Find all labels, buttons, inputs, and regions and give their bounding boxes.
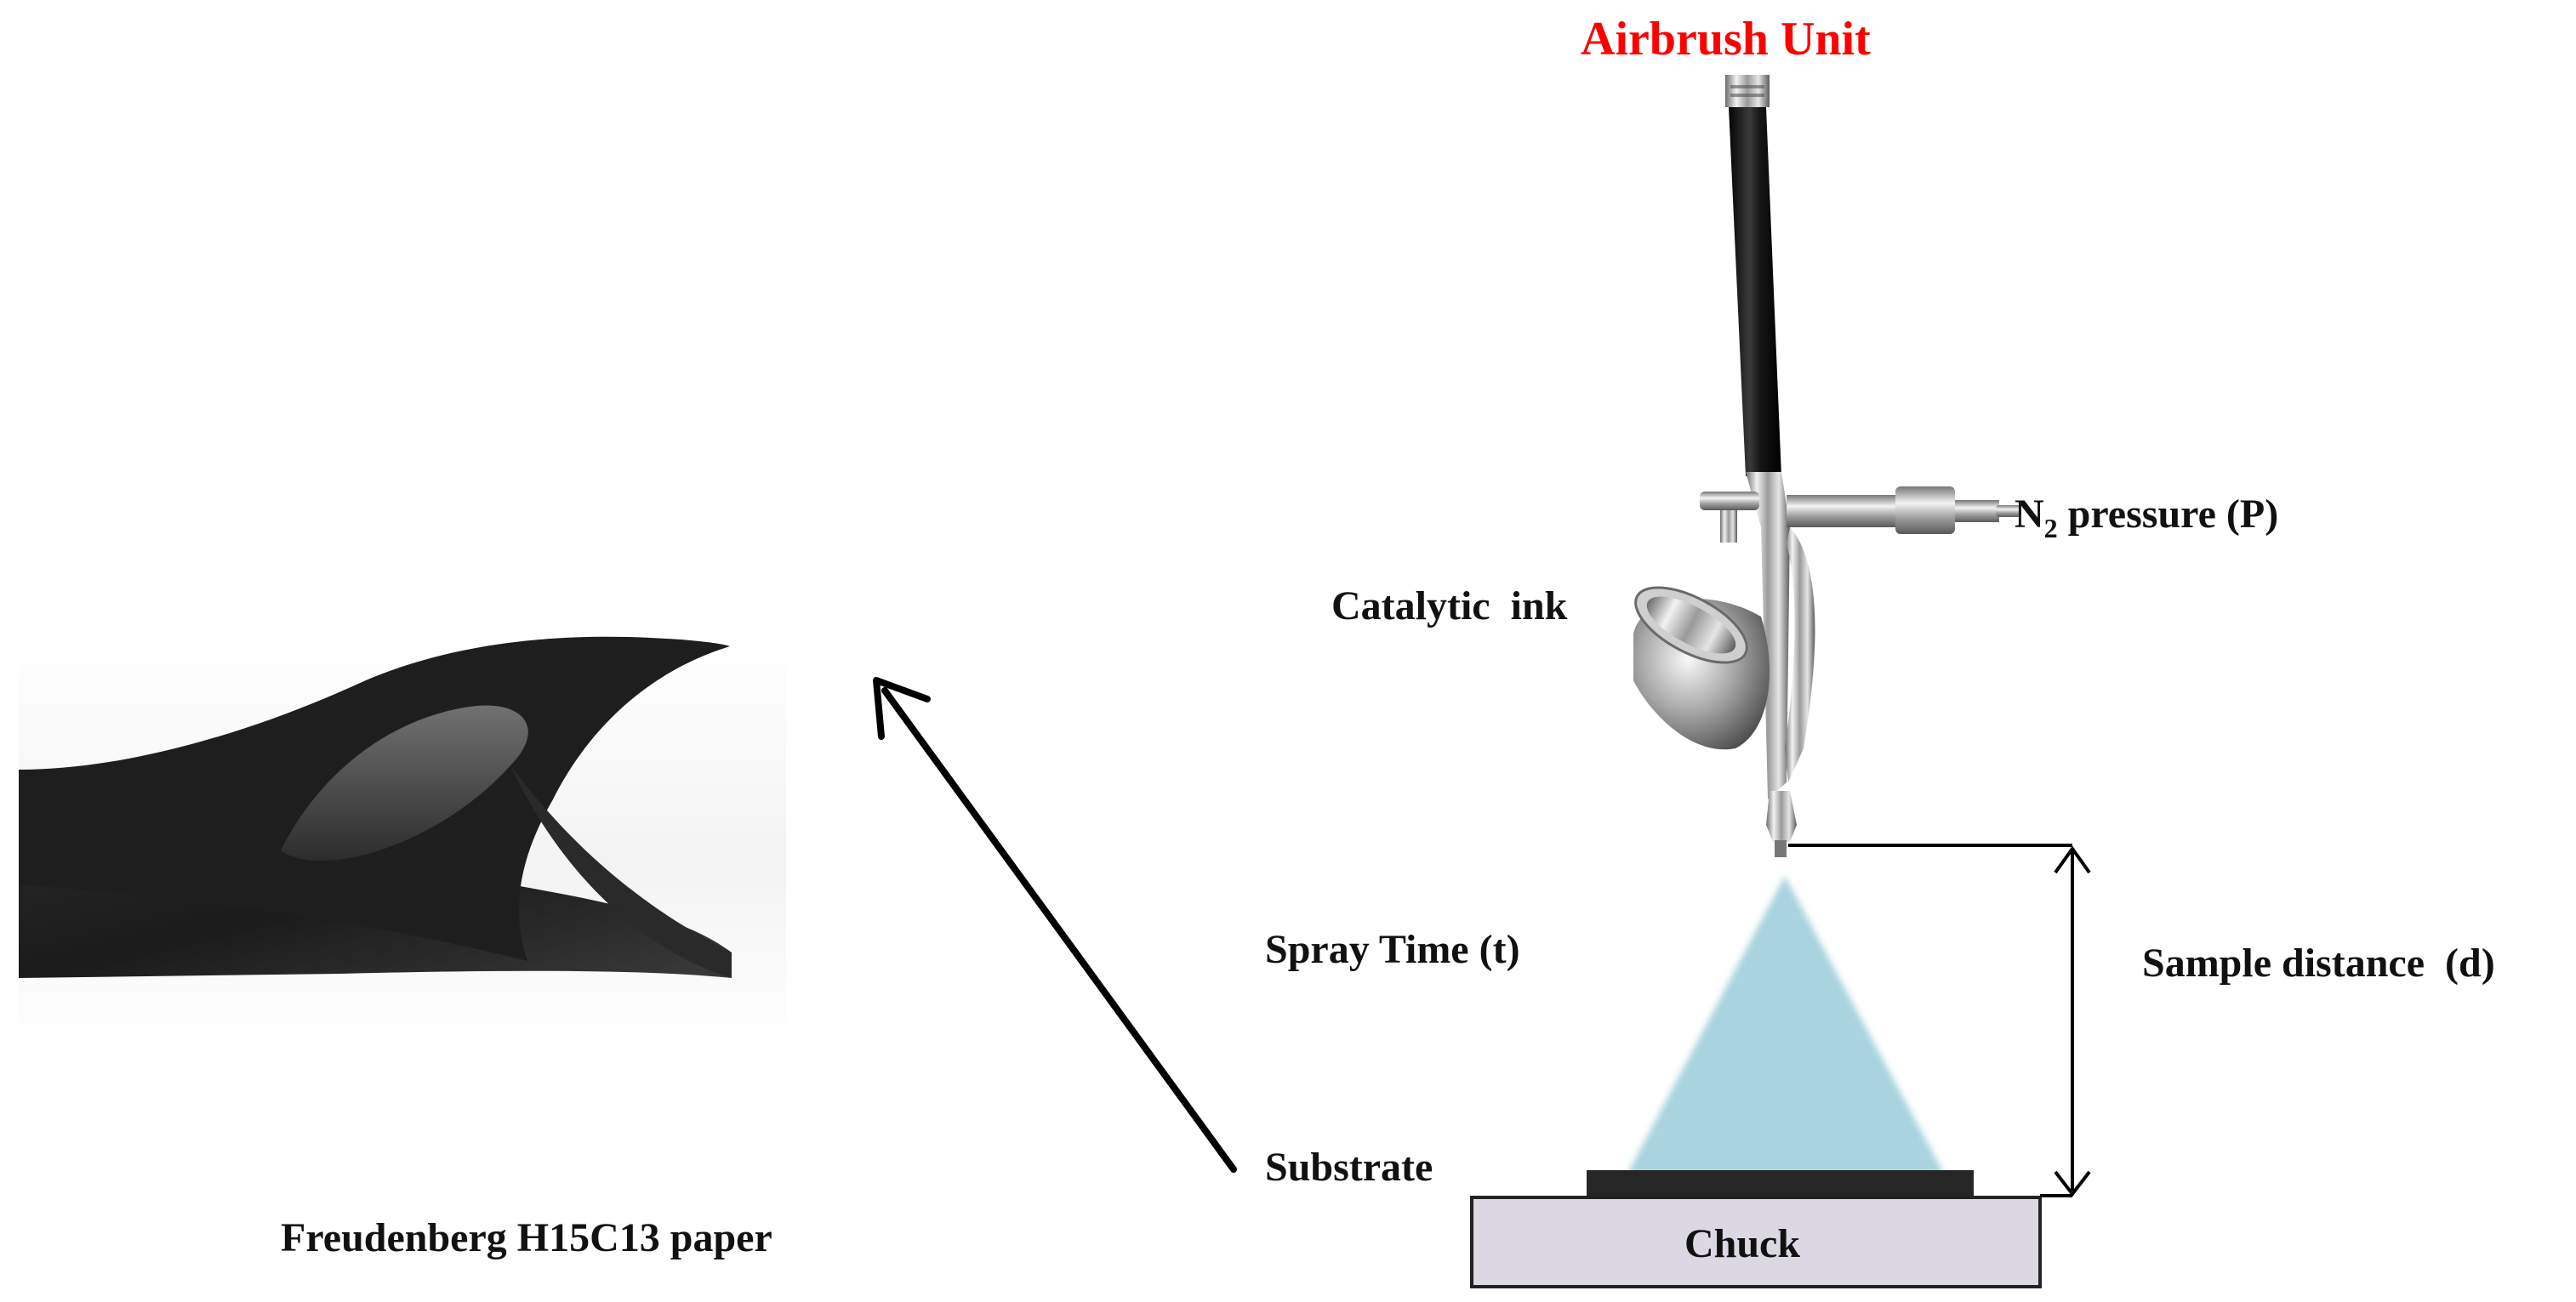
- airbrush-icon: [1633, 75, 2021, 857]
- substrate-label: Substrate: [1265, 1145, 1433, 1190]
- airbrush-unit-title: Airbrush Unit: [1581, 13, 1871, 65]
- n2-pressure-text: pressure (P): [2058, 492, 2279, 537]
- arrow-icon: [873, 677, 1237, 1173]
- spray-time-label: Spray Time (t): [1265, 927, 1520, 972]
- sample-distance-label: Sample distance (d): [2142, 941, 2495, 986]
- catalytic-ink-label: Catalytic ink: [1331, 583, 1568, 628]
- n2-pressure-label: N2 pressure (P): [2015, 492, 2278, 543]
- n2-symbol: N: [2015, 492, 2044, 537]
- sample-distance-indicator: [1788, 844, 2091, 1197]
- chuck-block: [1470, 1196, 2042, 1288]
- carbon-paper-image: [19, 636, 786, 1049]
- n2-subscript: 2: [2044, 513, 2058, 543]
- spray-cone: [1627, 876, 1945, 1175]
- substrate-layer: [1587, 1170, 1974, 1197]
- paper-label: Freudenberg H15C13 paper: [281, 1215, 772, 1260]
- chuck-label: Chuck: [1684, 1221, 1800, 1266]
